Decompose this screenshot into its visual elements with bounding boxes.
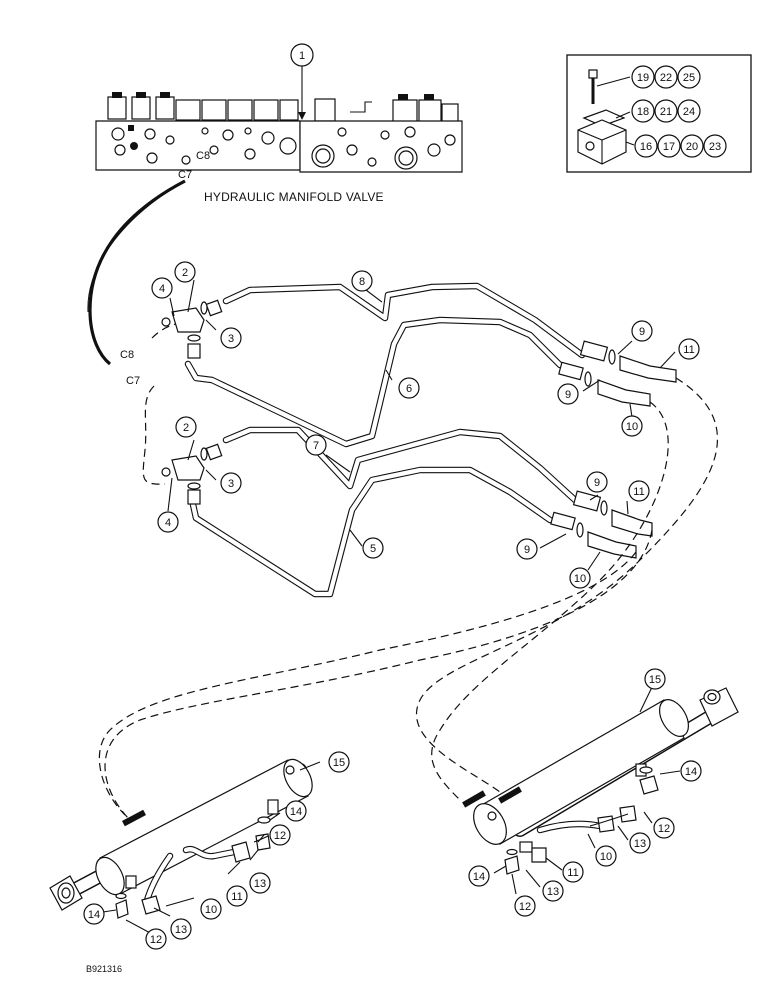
c7-line-solid — [87, 183, 181, 313]
callout-9-b: 9 — [565, 389, 571, 401]
callout-12-c: 12 — [658, 823, 670, 835]
callout-5: 5 — [370, 543, 376, 555]
callout-7: 7 — [313, 440, 319, 452]
callout-4-upper: 4 — [159, 283, 165, 295]
c7-hose-dashed — [142, 385, 166, 485]
callout-leaders — [102, 279, 681, 936]
callout-12-d: 12 — [519, 901, 531, 913]
steel-tubes — [184, 282, 586, 598]
cylinder-left — [49, 758, 313, 919]
manifold-valve — [95, 66, 463, 173]
manifold-caption: HYDRAULIC MANIFOLD VALVE — [204, 190, 384, 204]
inset-callouts-block: 16 17 20 23 — [634, 134, 727, 158]
callout-13-a: 13 — [254, 878, 266, 890]
callout-10-c: 10 — [205, 904, 217, 916]
callout-4-lower: 4 — [165, 517, 171, 529]
solenoid-row-left — [107, 92, 299, 121]
inset-callouts-plate: 18 21 24 — [631, 99, 701, 123]
callout-3-upper: 3 — [228, 333, 234, 345]
callout-12-a: 12 — [274, 830, 286, 842]
inset-callout-19: 19 — [637, 72, 649, 84]
callout-2-upper: 2 — [182, 267, 188, 279]
inset-callouts-bolt: 19 22 25 — [631, 65, 701, 89]
callout-1: 1 — [299, 50, 305, 62]
inset-callout-25: 25 — [683, 72, 695, 84]
callout-14-b: 14 — [88, 909, 100, 921]
inset-callout-23: 23 — [709, 141, 721, 153]
inset-callout-22: 22 — [660, 72, 672, 84]
callout-13-d: 13 — [547, 886, 559, 898]
c8-hose-dashed — [151, 323, 177, 339]
callout-11-a: 11 — [683, 344, 694, 356]
elbow-fitting-upper — [161, 299, 223, 359]
elbow-fitting-lower — [161, 443, 223, 505]
inset-callout-18: 18 — [637, 106, 649, 118]
callout-11-c: 11 — [231, 891, 242, 903]
callout-14-a: 14 — [290, 806, 302, 818]
cylinder-right — [462, 687, 739, 875]
callout-15-right: 15 — [649, 674, 661, 686]
port-label-c8-side: C8 — [120, 349, 134, 361]
callout-12-b: 12 — [150, 934, 162, 946]
callout-11-b: 11 — [633, 486, 644, 498]
c8-line — [88, 179, 186, 366]
inset-callout-17: 17 — [663, 141, 675, 153]
figure-id: B921316 — [86, 964, 122, 974]
callout-11-d: 11 — [567, 867, 578, 879]
inset-callout-24: 24 — [683, 106, 695, 118]
callout-9-d: 9 — [524, 544, 530, 556]
callout-2-lower: 2 — [183, 422, 189, 434]
port-label-c7-side: C7 — [126, 375, 140, 387]
inset-callout-20: 20 — [686, 141, 698, 153]
callout-9-c: 9 — [594, 477, 600, 489]
callout-9-a: 9 — [639, 326, 645, 338]
callout-10-a: 10 — [626, 421, 638, 433]
callout-13-b: 13 — [175, 924, 187, 936]
port-label-c8-top: C8 — [196, 150, 210, 162]
solenoid-row-right — [314, 94, 459, 123]
callout-13-c: 13 — [634, 838, 646, 850]
right-end-fittings — [550, 340, 677, 559]
callout-10-b: 10 — [574, 573, 586, 585]
callout-3-lower: 3 — [228, 478, 234, 490]
callouts: 1 4 2 3 8 6 9 11 9 10 2 3 4 7 5 9 11 9 1… — [83, 43, 702, 950]
callout-14-d: 14 — [473, 871, 485, 883]
port-label-c7-top: C7 — [178, 169, 192, 181]
callout-6: 6 — [406, 383, 412, 395]
callout-10-d: 10 — [600, 851, 612, 863]
callout-14-c: 14 — [685, 766, 697, 778]
callout-15-left: 15 — [333, 757, 345, 769]
inset-callout-16: 16 — [640, 141, 652, 153]
dashed-hoses — [98, 377, 719, 821]
inset-callout-21: 21 — [660, 106, 672, 118]
callout-8: 8 — [359, 276, 365, 288]
